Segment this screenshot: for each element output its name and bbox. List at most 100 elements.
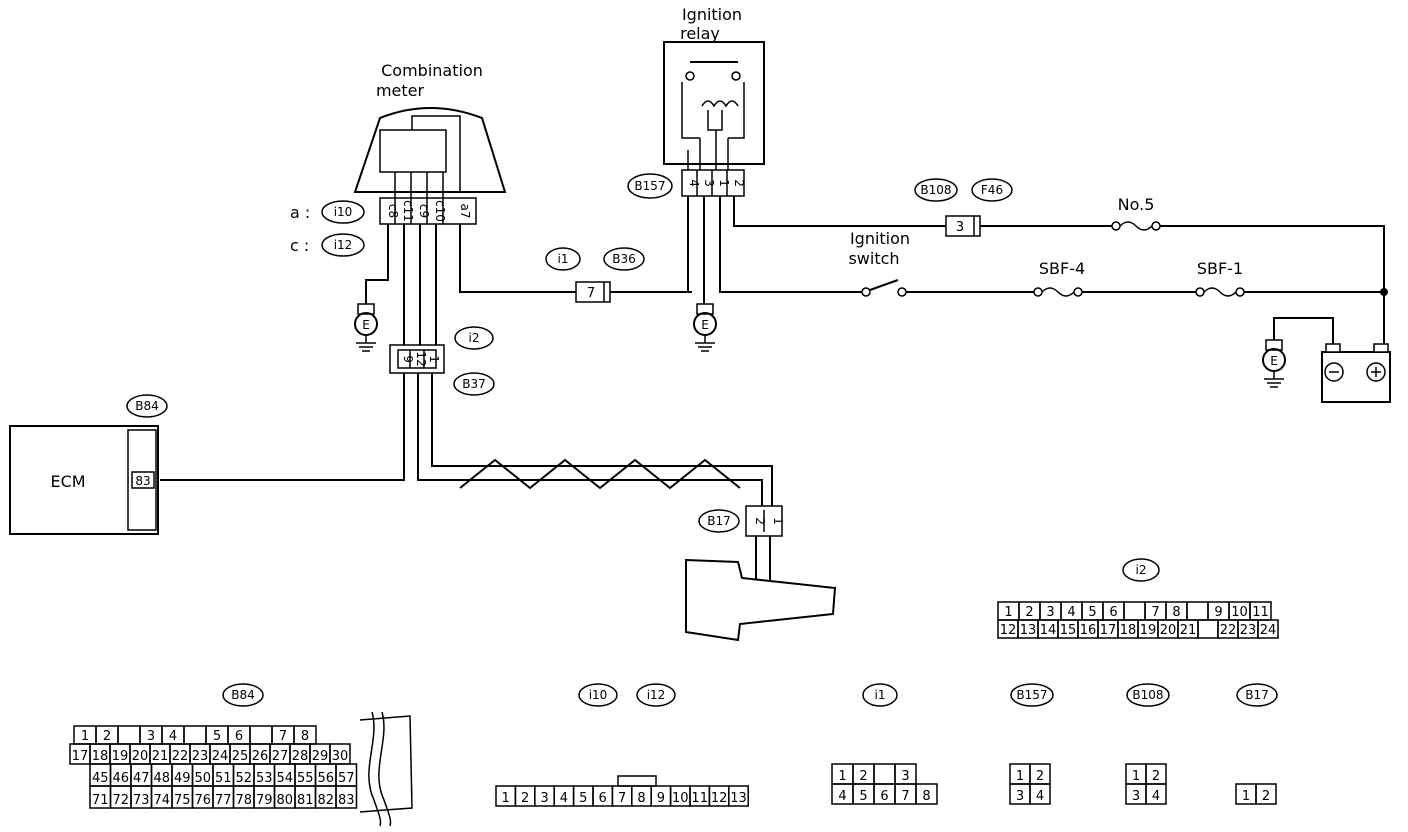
vehicle-speed-sensor — [685, 558, 837, 642]
b84-row4-pin: 81 — [297, 793, 314, 808]
i2-row1-pin: 4 — [1067, 605, 1075, 620]
svg-text:1: 1 — [771, 517, 785, 525]
i2-row1-pin: 1 — [1004, 605, 1012, 620]
i10-i12-pin: 13 — [730, 791, 747, 806]
ignition-relay-label-2: relay — [680, 24, 720, 43]
b84-row3-pin: 49 — [174, 771, 191, 786]
ecm-label: ECM — [50, 472, 85, 491]
fuse-no5 — [1111, 221, 1161, 231]
svg-text:E: E — [362, 318, 370, 332]
i2-row2-pin: 15 — [1060, 623, 1077, 638]
ground-battery: E — [1262, 339, 1286, 388]
tag-i10-legend-text: i10 — [334, 205, 353, 219]
svg-text:B17: B17 — [1245, 688, 1269, 702]
b84-row2-pin: 25 — [232, 749, 249, 764]
i10-i12-pin: 9 — [657, 791, 665, 806]
i2-row2-pin: 20 — [1160, 623, 1177, 638]
ignition-switch-label-1: Ignition — [850, 229, 910, 248]
b157-row2-cell — [1029, 783, 1051, 805]
fuse-sbf4 — [1033, 287, 1083, 297]
tag-b84 — [126, 394, 168, 418]
svg-text:B17: B17 — [707, 514, 731, 528]
svg-text:E: E — [1270, 354, 1278, 368]
i2-row2-pin: 23 — [1240, 623, 1257, 638]
svg-text:i10: i10 — [589, 688, 608, 702]
combination-meter-label-2: meter — [376, 81, 425, 100]
b84-row2-pin: 20 — [132, 749, 149, 764]
b84-row2-pin: 24 — [212, 749, 229, 764]
i2-row2-cell — [1257, 619, 1279, 639]
i10-i12-pin: 11 — [691, 791, 708, 806]
b84-row2-pin: 17 — [72, 749, 89, 764]
tag-b157 — [627, 173, 673, 199]
meter-pin-c8: c8 — [386, 204, 400, 218]
combination-meter-housing — [353, 107, 507, 193]
i1-row2-pin: 4 — [838, 789, 846, 804]
tag-b36 — [603, 247, 645, 271]
b17-pin: 2 — [1262, 789, 1270, 804]
b84-row1-pin: 2 — [103, 729, 111, 744]
svg-text:3: 3 — [702, 179, 716, 187]
i2-row2-pin: 14 — [1040, 623, 1057, 638]
battery — [1321, 343, 1391, 403]
b84-row3-pin: 55 — [297, 771, 314, 786]
b84-row1-pin: 4 — [169, 729, 177, 744]
b108-row1-pin: 1 — [1132, 769, 1140, 784]
b84-row4-pin: 82 — [317, 793, 334, 808]
svg-text:i2: i2 — [1136, 563, 1147, 577]
pinout-tag-i12 — [636, 683, 676, 707]
svg-text:3: 3 — [956, 220, 964, 235]
b84-row4-pin: 72 — [112, 793, 129, 808]
b157-row2-pin: 3 — [1016, 789, 1024, 804]
b84-row2-pin: 22 — [172, 749, 189, 764]
combination-meter-gauge — [379, 129, 447, 173]
i1-row1-pin: 3 — [901, 769, 909, 784]
i1-row1-cell — [873, 763, 896, 785]
meter-pin-c11: c11 — [401, 200, 415, 222]
sbf1-label: SBF-1 — [1197, 259, 1243, 278]
b84-row2-pin: 26 — [252, 749, 269, 764]
i2-row2-pin: 21 — [1180, 623, 1197, 638]
b108-row2-pin: 4 — [1152, 789, 1160, 804]
b84-row2-pin: 28 — [292, 749, 309, 764]
i1-row1-pin: 2 — [859, 769, 867, 784]
i2-row1-cell — [1123, 601, 1146, 621]
i2-row1-pin: 11 — [1252, 605, 1269, 620]
b84-row4-pin: 71 — [92, 793, 109, 808]
b84-row4-pin: 75 — [174, 793, 191, 808]
pinout-tag-b84 — [222, 683, 264, 707]
b84-row2-pin: 19 — [112, 749, 129, 764]
sbf4-label: SBF-4 — [1039, 259, 1085, 278]
i10-i12-pin: 8 — [637, 791, 645, 806]
i1-row2-pin: 7 — [901, 789, 909, 804]
b84-row2-pin: 18 — [92, 749, 109, 764]
svg-text:B157: B157 — [1016, 688, 1047, 702]
b108-row2-cell — [1145, 783, 1167, 805]
relay-connector — [681, 169, 745, 197]
b84-row3-pin: 57 — [338, 771, 355, 786]
b84-row3-pin: 53 — [256, 771, 273, 786]
b84-row3-pin: 45 — [92, 771, 109, 786]
i10-i12-pin: 12 — [711, 791, 728, 806]
i2-row1-pin: 7 — [1151, 605, 1159, 620]
b84-connector-end — [359, 715, 413, 813]
b84-row1-cell — [249, 725, 273, 745]
b108-row2-pin: 3 — [1132, 789, 1140, 804]
b84-row1-pin: 1 — [81, 729, 89, 744]
i2-row2-pin: 13 — [1020, 623, 1037, 638]
svg-text:i12: i12 — [647, 688, 666, 702]
i10-i12-pin: 3 — [540, 791, 548, 806]
tag-i10-legend — [321, 200, 365, 224]
b84-row4-pin: 80 — [276, 793, 293, 808]
i10-i12-pin: 2 — [521, 791, 529, 806]
pinout-tag-b108 — [1126, 683, 1170, 707]
svg-text:2: 2 — [753, 517, 767, 525]
tag-i12-legend — [321, 233, 365, 257]
b84-row2-pin: 23 — [192, 749, 209, 764]
ground-relay: E — [693, 303, 717, 352]
combination-meter-label-1: Combination — [381, 61, 483, 80]
